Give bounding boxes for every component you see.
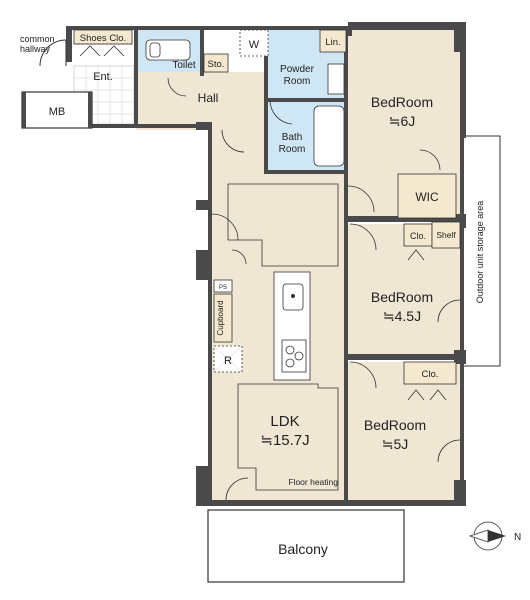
ps-label: PS	[219, 285, 227, 291]
powder-room-detail: Powder Room	[280, 63, 345, 95]
walk-in-closet: WIC	[397, 173, 457, 219]
closet-and-shelf: Clo. Shelf	[403, 221, 461, 261]
bedroom-3: BedRoom ≒5J	[349, 361, 461, 463]
ldk-size: ≒15.7J	[260, 432, 309, 449]
floor-heating-label: Floor heating	[288, 477, 338, 487]
ldk: PS Cupboard R LDK ≒15.7J Floor heating	[211, 183, 339, 501]
bath-room-label-line1: Bath	[282, 132, 303, 143]
shelf-label: Shelf	[436, 230, 456, 240]
outdoor-storage-label: Outdoor unit storage area	[475, 201, 485, 304]
linen-label: Lin.	[325, 37, 340, 48]
hall-extension	[208, 124, 268, 154]
hall: Hall	[198, 91, 245, 153]
toilet: Toilet	[145, 39, 196, 97]
closet-small-label: Clo.	[410, 231, 426, 241]
balcony-label: Balcony	[278, 541, 328, 557]
balcony-area: Balcony	[207, 509, 405, 583]
bedroom-3-size: ≒5J	[382, 436, 409, 452]
ldk-name: LDK	[270, 413, 299, 430]
shoes-closet-label: Shoes Clo.	[80, 33, 126, 44]
washer-label: W	[249, 39, 260, 51]
outdoor-storage-area: Outdoor unit storage area	[461, 135, 501, 367]
hall-label: Hall	[198, 91, 219, 105]
entrance-label: Ent.	[93, 71, 113, 83]
bedroom-1-name: BedRoom	[371, 94, 433, 110]
linen-closet: Lin.	[319, 29, 347, 53]
mb-label: MB	[49, 106, 66, 118]
washer: W	[239, 29, 269, 57]
common-hallway-label-line2: hallway	[20, 44, 51, 54]
stove-icon	[281, 339, 307, 373]
bedroom-2: BedRoom ≒4.5J	[349, 223, 461, 324]
bath-room-detail: Bath Room	[269, 99, 345, 167]
common-hallway-label-line1: common	[20, 34, 55, 44]
powder-room-label-line2: Room	[284, 76, 311, 87]
bedroom-3-room	[348, 362, 462, 502]
closet-bedroom3-label: Clo.	[422, 369, 439, 380]
bedroom-2-size: ≒4.5J	[383, 308, 421, 324]
powder-room-label-line1: Powder	[280, 64, 315, 75]
refrigerator-label: R	[224, 355, 232, 367]
shoes-closet: Shoes Clo. Ent.	[73, 29, 133, 83]
toilet-label: Toilet	[172, 60, 196, 71]
bedroom-1: BedRoom ≒6J	[347, 94, 441, 213]
wic-label: WIC	[415, 190, 439, 204]
bath-room-label-line2: Room	[279, 144, 306, 155]
storage-small: Sto.	[203, 53, 229, 73]
hall-room	[136, 72, 268, 130]
bedroom-3-name: BedRoom	[364, 417, 426, 433]
bedroom-2-name: BedRoom	[371, 289, 433, 305]
compass-north-label: N	[514, 532, 521, 543]
cupboard-label: Cupboard	[216, 300, 225, 335]
storage-small-label: Sto.	[208, 59, 225, 70]
mb-closet: MB	[21, 91, 93, 129]
bedroom-3-closet: Clo.	[403, 361, 457, 401]
bedroom-1-size: ≒6J	[389, 113, 416, 129]
common-hallway: common hallway	[20, 34, 67, 67]
compass-icon: N	[468, 521, 521, 551]
